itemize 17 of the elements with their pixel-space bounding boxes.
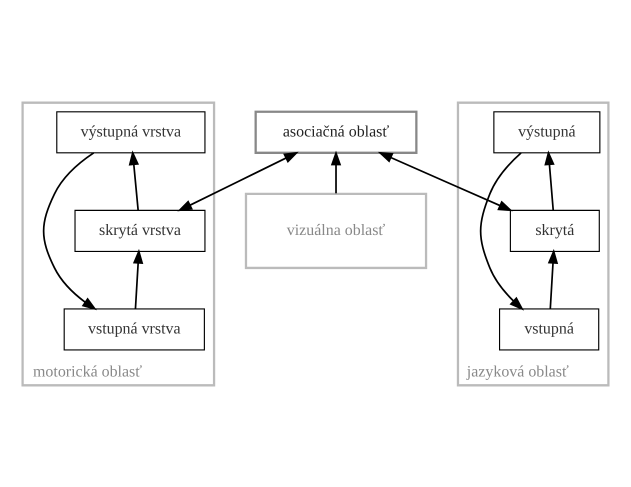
arrow: [480, 152, 524, 310]
arrow: [548, 248, 558, 308]
node-box: vizuálna oblasť: [244, 192, 428, 269]
node-box: výstupná vrstva: [56, 110, 206, 153]
arrow: [42, 152, 97, 310]
node-box: vstupná vrstva: [64, 308, 205, 350]
arrow: [330, 150, 342, 193]
node-box: asociačná oblasť: [254, 110, 418, 154]
arrow: [378, 151, 513, 211]
arrow: [128, 150, 140, 210]
node-box: vstupná: [499, 308, 600, 350]
arrow: [177, 151, 299, 211]
arrow: [132, 248, 144, 308]
node-box: výstupná: [493, 110, 600, 153]
node-box: skrytá: [510, 209, 600, 252]
node-box: skrytá vrstva: [74, 209, 206, 252]
arrow: [544, 150, 555, 210]
